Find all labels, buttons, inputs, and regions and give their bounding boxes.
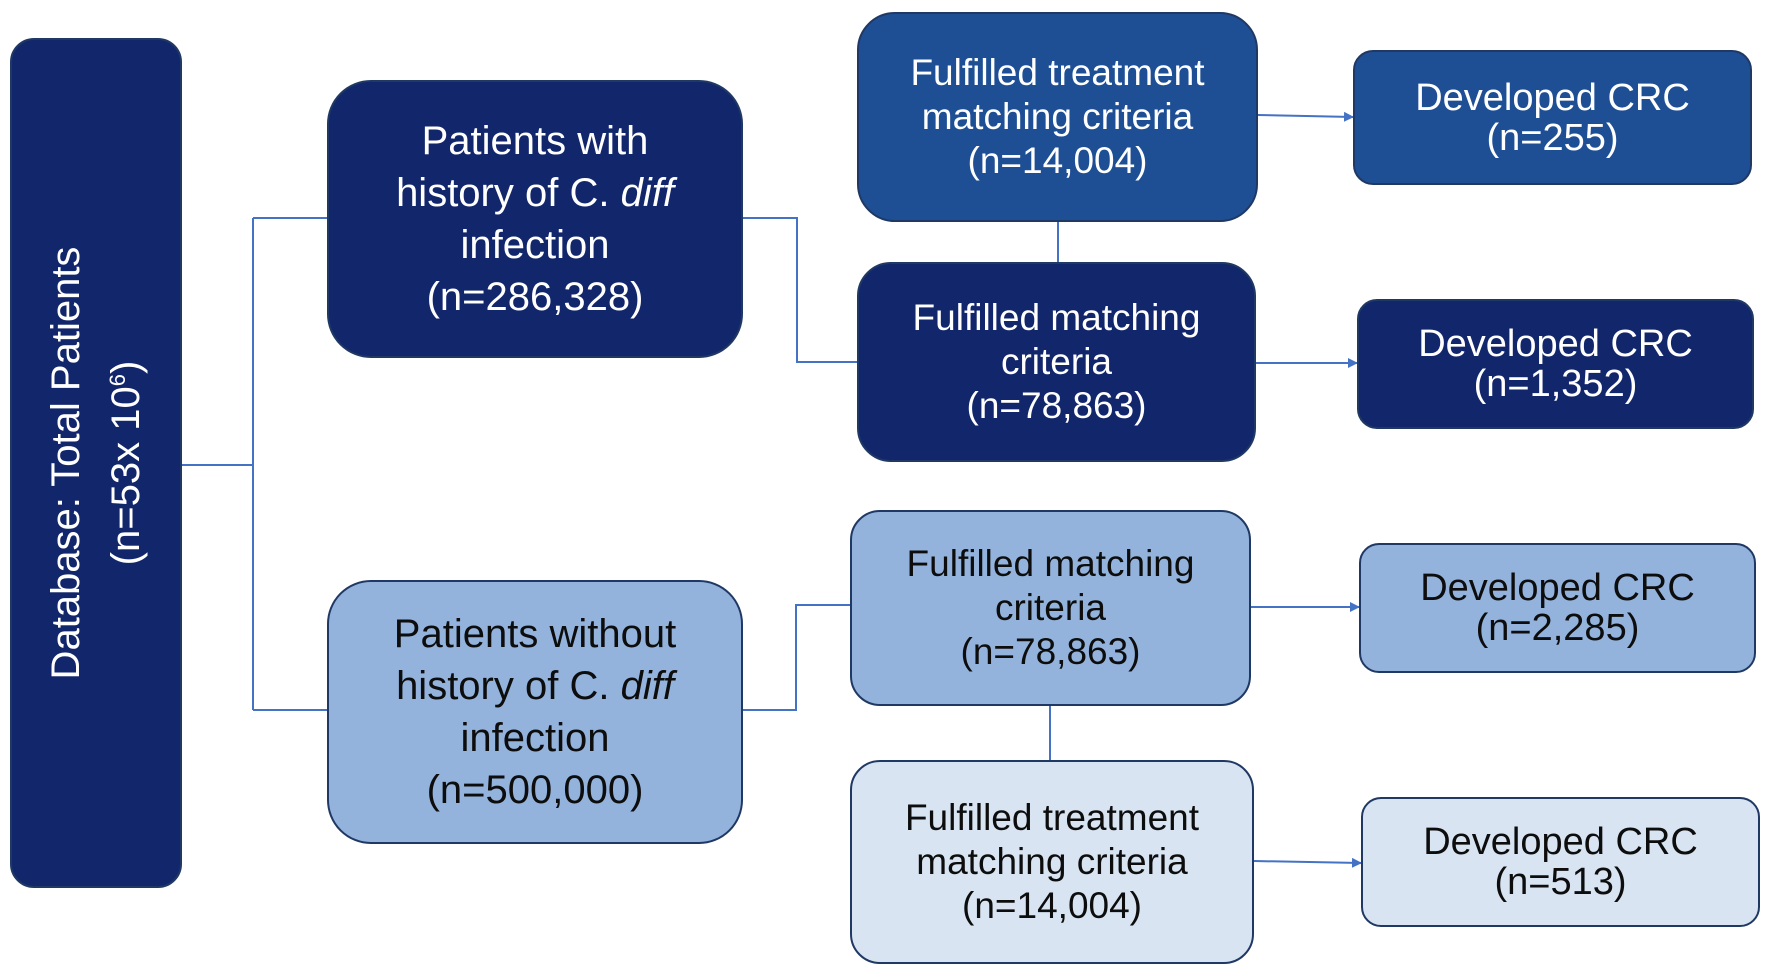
connector-database-split (182, 217, 327, 711)
without-treatment-matching-box: Fulfilled treatment matching criteria (n… (850, 760, 1254, 964)
crc-2285-label: Developed CRC (1420, 567, 1695, 609)
database-title: Database: Total Patients (43, 246, 88, 680)
without-match-line2: criteria (994, 587, 1107, 628)
database-label: Database: Total Patients (n=53x 106) (40, 247, 152, 680)
database-count-exponent: 6 (104, 374, 130, 387)
with-cdiff-line1: Patients with (421, 119, 649, 163)
without-match-line1: Fulfilled matching (906, 543, 1195, 584)
without-match-count: (n=78,863) (960, 631, 1141, 672)
with-match-count: (n=78,863) (966, 385, 1147, 426)
developed-crc-2285-box: Developed CRC (n=2,285) (1359, 543, 1756, 673)
without-cdiff-count: (n=500,000) (426, 768, 644, 812)
crc-2285-count: (n=2,285) (1475, 607, 1640, 649)
patients-with-cdiff-box: Patients with history of C. diff infecti… (327, 80, 743, 358)
without-cdiff-line3: infection (460, 716, 610, 760)
with-treatment-line1: Fulfilled treatment (910, 52, 1205, 93)
crc-255-label: Developed CRC (1415, 76, 1690, 119)
without-treatment-count: (n=14,004) (962, 885, 1142, 926)
patients-without-cdiff-box: Patients without history of C. diff infe… (327, 580, 743, 844)
without-treatment-line1: Fulfilled treatment (904, 797, 1200, 838)
crc-255-count: (n=255) (1486, 116, 1619, 159)
with-cdiff-line3: infection (460, 223, 610, 267)
crc-513-label: Developed CRC (1423, 821, 1698, 863)
with-cdiff-count: (n=286,328) (426, 275, 644, 319)
with-match-line2: criteria (1000, 341, 1113, 382)
without-cdiff-line2: history of C. diff (396, 664, 674, 708)
without-matching-box: Fulfilled matching criteria (n=78,863) (850, 510, 1251, 706)
arrow-to-crc-255 (1257, 111, 1354, 122)
with-matching-box: Fulfilled matching criteria (n=78,863) (857, 262, 1256, 462)
developed-crc-255-box: Developed CRC (n=255) (1353, 50, 1752, 185)
developed-crc-513-box: Developed CRC (n=513) (1361, 797, 1760, 927)
database-count: (n=53x 106) (104, 360, 149, 566)
arrow-to-crc-513 (1253, 857, 1362, 868)
with-match-line1: Fulfilled matching (912, 297, 1201, 338)
connector-with-to-match (743, 217, 857, 363)
with-cdiff-line2: history of C. diff (396, 171, 674, 215)
developed-crc-1352-box: Developed CRC (n=1,352) (1357, 299, 1754, 429)
with-treatment-matching-box: Fulfilled treatment matching criteria (n… (857, 12, 1258, 222)
connector-without-to-match (743, 604, 850, 711)
crc-1352-count: (n=1,352) (1473, 363, 1638, 405)
without-treatment-line2: matching criteria (916, 841, 1188, 882)
with-treatment-count: (n=14,004) (967, 140, 1148, 181)
crc-1352-label: Developed CRC (1418, 323, 1693, 365)
with-treatment-line2: matching criteria (921, 96, 1194, 137)
without-cdiff-line1: Patients without (393, 612, 677, 656)
crc-513-count: (n=513) (1494, 861, 1627, 903)
database-total-patients-box: Database: Total Patients (n=53x 106) (10, 38, 182, 888)
